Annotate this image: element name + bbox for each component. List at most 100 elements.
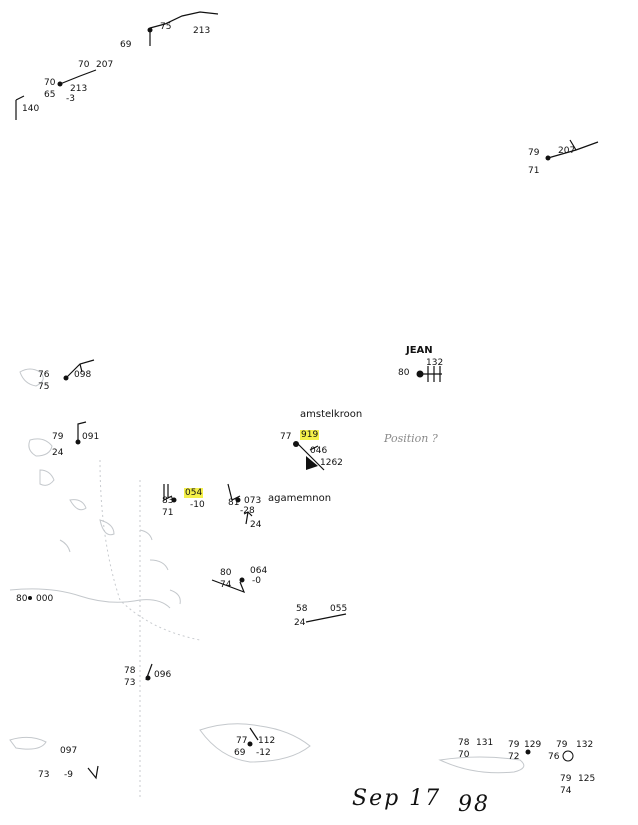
amsterdam-tendency: 046: [310, 446, 328, 456]
s7-temp: 79: [52, 432, 64, 442]
agamemnon-extra: 24: [250, 520, 262, 530]
s14-temp: 73: [38, 770, 50, 780]
storm-value: 132: [426, 358, 444, 368]
s17-pressure: 132: [576, 740, 594, 750]
s6-temp: 76: [38, 370, 50, 380]
s3-tendency: -3: [66, 94, 75, 104]
station-dot-s12: [145, 675, 151, 681]
storm-name: JEAN: [406, 345, 433, 356]
s6-dewpoint: 75: [38, 382, 50, 392]
wind-barb-amsterdam: [297, 443, 325, 471]
s12-temp: 78: [124, 666, 136, 676]
s18-dewpoint: 74: [560, 786, 572, 796]
s15-pressure: 131: [476, 738, 494, 748]
s10-temp: 80: [16, 594, 28, 604]
s3-pressure: 213: [70, 84, 88, 94]
hispaniola-coast: [199, 723, 311, 763]
amsterdam-pressure: 919: [300, 430, 320, 440]
s9-temp: 80: [220, 568, 232, 578]
puerto-rico-coast: [438, 756, 525, 774]
s3-temp: 70: [44, 78, 56, 88]
s15-temp: 78: [458, 738, 470, 748]
s5-dewpoint: 71: [528, 166, 540, 176]
amsterdam-temp: 77: [280, 432, 292, 442]
wind-barb-jean: [420, 366, 442, 382]
s18-pressure: 125: [578, 774, 596, 784]
s7-pressure: 091: [82, 432, 100, 442]
wind-barb-s13: [249, 727, 259, 741]
station-dot-s1: [147, 27, 153, 33]
s18-temp: 79: [560, 774, 572, 784]
s8-temp: 83: [162, 496, 174, 506]
station-dot-s8: [171, 497, 177, 503]
s11-dewpoint: 24: [294, 618, 306, 628]
s16-pressure: 129: [524, 740, 542, 750]
date-year: 98: [458, 792, 490, 817]
wind-barb-s6: [65, 359, 95, 379]
s8-dewpoint: 71: [162, 508, 174, 518]
s3-dewpoint: 65: [44, 90, 56, 100]
bahamas-coast: [19, 368, 115, 536]
amsterdam-extra: 1262: [320, 458, 343, 468]
station-dot-s7: [75, 439, 81, 445]
wind-barb-s11: [305, 613, 347, 623]
s2-temp: 70: [78, 60, 90, 70]
wind-barb-agamemnon: [227, 483, 241, 501]
s2-pressure: 207: [96, 60, 114, 70]
s14-tendency: -9: [64, 770, 73, 780]
s12-pressure: 096: [154, 670, 172, 680]
amsterdam-name: amstelkroon: [300, 409, 363, 420]
s1-dewpoint: 69: [120, 40, 132, 50]
station-dot-s9: [239, 577, 245, 583]
station-dot-jean: [416, 370, 424, 378]
jamaica-coast: [9, 736, 47, 750]
s6-pressure: 098: [74, 370, 92, 380]
wind-barb-s14: [87, 765, 99, 780]
s16-temp: 79: [508, 740, 520, 750]
agamemnon-pressure: 073: [244, 496, 262, 506]
station-dot-s5: [545, 155, 551, 161]
s12-dewpoint: 73: [124, 678, 136, 688]
station-dot-s10: [28, 596, 32, 600]
s16-dewpoint: 72: [508, 752, 520, 762]
station-dot-s16: [525, 749, 531, 755]
wind-barb-s1: [149, 11, 219, 29]
s9-tendency: -0: [252, 576, 261, 586]
s8-tendency: -10: [190, 500, 205, 510]
s13-dewpoint: 69: [234, 748, 246, 758]
s8-pressure: 054: [184, 488, 204, 498]
s7-dewpoint: 24: [52, 448, 64, 458]
station-ring-s17: [562, 750, 574, 762]
s11-temp: 58: [296, 604, 308, 614]
islands-coast: [59, 529, 181, 605]
s13-tendency: -12: [256, 748, 271, 758]
s5-temp: 79: [528, 148, 540, 158]
wind-barb-s4: [15, 95, 25, 120]
s14-pressure: 097: [60, 746, 78, 756]
station-dot-amsterdam: [293, 441, 299, 447]
s9-pressure: 064: [250, 566, 268, 576]
agamemnon-name: agamemnon: [268, 493, 332, 504]
date-month-day: Sep 17: [352, 786, 442, 811]
arrow-agamemnon: [243, 511, 253, 525]
station-dot-agamemnon: [235, 497, 241, 503]
gulf-stream-line: [99, 459, 201, 641]
s17-temp: 79: [556, 740, 568, 750]
position-question: Position ?: [384, 432, 438, 445]
station-dot-s6: [63, 375, 69, 381]
s1-temp: 75: [160, 22, 172, 32]
wind-barb-s9: [211, 579, 246, 594]
storm-temp: 80: [398, 368, 410, 378]
s5-pressure: 207: [558, 146, 576, 156]
s13-temp: 77: [236, 736, 248, 746]
s9-dewpoint: 74: [220, 580, 232, 590]
s4-value: 140: [22, 104, 40, 114]
wind-barb-s3: [59, 69, 97, 85]
agamemnon-tendency: -28: [240, 506, 255, 516]
s1-pressure: 213: [193, 26, 211, 36]
amsterdam-pennant: [306, 456, 318, 470]
s13-pressure: 112: [258, 736, 276, 746]
